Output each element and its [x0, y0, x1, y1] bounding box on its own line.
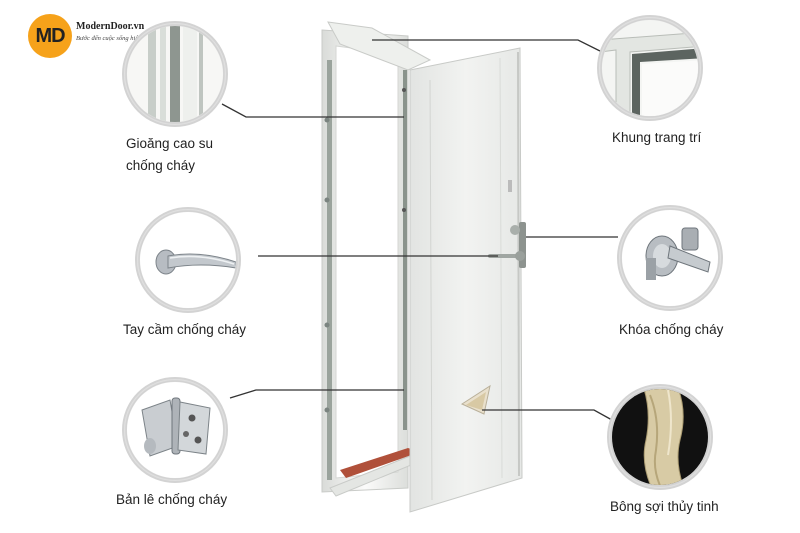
leader-glasswool	[482, 409, 613, 421]
callout-hinge	[122, 377, 228, 483]
label-glasswool: Bông sợi thủy tinh	[610, 499, 719, 514]
callout-handle	[135, 207, 241, 313]
logo-slogan: Bước đến cuộc sống hiện đại.	[76, 35, 154, 42]
leader-hinge	[229, 389, 404, 399]
hinge-icon	[127, 382, 223, 478]
callout-lock	[617, 205, 723, 311]
label-gasket-line1: Gioăng cao su	[126, 136, 214, 151]
label-gasket-line2: chống cháy	[126, 158, 196, 173]
callout-glasswool	[607, 384, 713, 490]
label-hinge: Bản lê chống cháy	[116, 492, 228, 507]
leader-gasket	[221, 103, 404, 118]
gasket-closeup-icon	[127, 26, 223, 122]
label-frame: Khung trang trí	[612, 130, 702, 145]
door-frame	[321, 21, 432, 497]
frame-corner-icon	[602, 20, 698, 116]
label-handle: Tay cầm chống cháy	[123, 322, 247, 337]
leader-lines	[221, 39, 618, 421]
label-lock: Khóa chống cháy	[619, 322, 724, 337]
door-leaf	[409, 47, 526, 513]
callout-frame	[597, 15, 703, 121]
door-lock-icon	[622, 210, 718, 306]
logo-name: ModernDoor.vn	[76, 21, 145, 32]
brand-logo[interactable]: MD ModernDoor.vn Bước đến cuộc sống hiện…	[28, 14, 188, 58]
logo-badge: MD	[28, 14, 72, 58]
callout-gasket	[122, 21, 228, 127]
lever-handle-icon	[140, 212, 236, 308]
leader-frame	[372, 39, 607, 55]
glass-wool-icon	[612, 389, 708, 485]
